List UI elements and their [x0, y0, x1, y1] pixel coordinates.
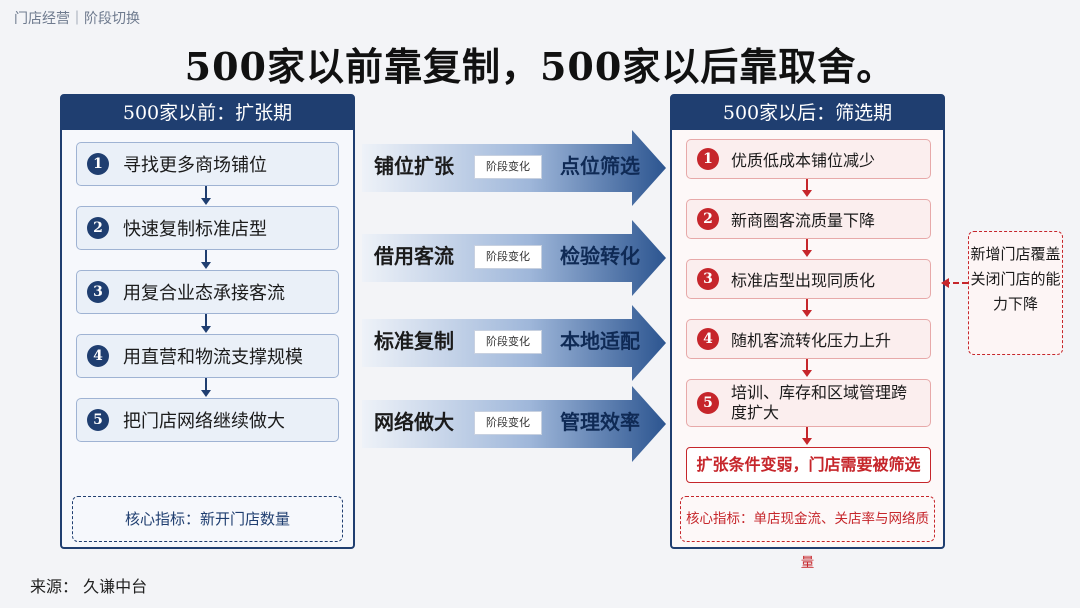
expansion-phase-title: 500家以前：扩张期: [62, 96, 353, 130]
transition-arrow-2: 借用客流 阶段变化 检验转化: [362, 220, 667, 296]
left-step-3: 3 用复合业态承接客流: [76, 270, 339, 314]
screening-phase-panel: 500家以后：筛选期 1 优质低成本铺位减少 2 新商圈客流质量下降 3 标准店…: [670, 94, 945, 571]
screening-conclusion: 扩张条件变弱，门店需要被筛选: [686, 447, 931, 483]
phase-change-tag: 阶段变化: [474, 155, 542, 179]
down-arrow-shaft: [205, 378, 207, 390]
down-arrow-icon: [201, 390, 211, 397]
after-label: 点位筛选: [560, 154, 640, 178]
step-number-badge: 2: [87, 217, 109, 239]
right-step-3: 3 标准店型出现同质化: [686, 259, 931, 299]
down-arrow-shaft: [205, 186, 207, 198]
down-arrow-icon: [802, 370, 812, 377]
left-step-4: 4 用直营和物流支撑规模: [76, 334, 339, 378]
right-step-4: 4 随机客流转化压力上升: [686, 319, 931, 359]
after-label: 管理效率: [560, 410, 640, 434]
phase-change-tag: 阶段变化: [474, 245, 542, 269]
left-arrow-icon: [941, 278, 949, 288]
step-number-badge: 1: [697, 148, 719, 170]
down-arrow-shaft: [205, 250, 207, 262]
down-arrow-shaft: [806, 179, 808, 191]
after-label: 检验转化: [560, 244, 640, 268]
left-step-2: 2 快速复制标准店型: [76, 206, 339, 250]
before-label: 网络做大: [374, 410, 454, 434]
step-number-badge: 5: [697, 392, 719, 414]
step-number-badge: 3: [87, 281, 109, 303]
side-note: 新增门店覆盖关闭门店的能力下降: [968, 231, 1063, 355]
left-step-label: 用直营和物流支撑规模: [123, 347, 303, 368]
screening-phase-title: 500家以后：筛选期: [672, 96, 943, 130]
right-step-label: 培训、库存和区域管理跨度扩大: [731, 383, 908, 422]
left-step-label: 把门店网络继续做大: [123, 411, 285, 432]
right-step-2: 2 新商圈客流质量下降: [686, 199, 931, 239]
before-label: 借用客流: [374, 244, 454, 268]
step-number-badge: 4: [697, 328, 719, 350]
screening-core-metric: 核心指标：单店现金流、关店率与网络质量: [680, 496, 935, 571]
left-step-label: 寻找更多商场铺位: [123, 155, 267, 176]
transition-arrow-3: 标准复制 阶段变化 本地适配: [362, 305, 667, 381]
expansion-core-metric: 核心指标：新开门店数量: [72, 496, 343, 542]
phase-change-tag: 阶段变化: [474, 411, 542, 435]
dashed-connector: [944, 282, 968, 286]
right-step-label: 新商圈客流质量下降: [731, 211, 876, 230]
down-arrow-shaft: [205, 314, 207, 326]
step-number-badge: 3: [697, 268, 719, 290]
source-note: 来源： 久谦中台: [30, 577, 148, 596]
left-step-label: 用复合业态承接客流: [123, 283, 285, 304]
down-arrow-shaft: [806, 359, 808, 371]
right-step-1: 1 优质低成本铺位减少: [686, 139, 931, 179]
after-label: 本地适配: [560, 329, 640, 353]
left-step-label: 快速复制标准店型: [123, 219, 267, 240]
right-step-label: 标准店型出现同质化: [731, 271, 876, 290]
transition-arrow-4: 网络做大 阶段变化 管理效率: [362, 386, 667, 462]
down-arrow-icon: [802, 438, 812, 445]
step-number-badge: 2: [697, 208, 719, 230]
step-number-badge: 4: [87, 345, 109, 367]
left-step-1: 1 寻找更多商场铺位: [76, 142, 339, 186]
down-arrow-shaft: [806, 239, 808, 251]
before-label: 标准复制: [374, 329, 454, 353]
transition-arrow-1: 铺位扩张 阶段变化 点位筛选: [362, 130, 667, 206]
down-arrow-icon: [201, 262, 211, 269]
left-step-5: 5 把门店网络继续做大: [76, 398, 339, 442]
step-number-badge: 5: [87, 409, 109, 431]
page-title: 500家以前靠复制，500家以后靠取舍。: [184, 44, 896, 89]
section-tag: 门店经营｜阶段切换: [14, 11, 140, 27]
right-step-5: 5 培训、库存和区域管理跨度扩大: [686, 379, 931, 427]
down-arrow-icon: [201, 326, 211, 333]
down-arrow-icon: [802, 310, 812, 317]
right-step-label: 优质低成本铺位减少: [731, 151, 876, 170]
before-label: 铺位扩张: [374, 154, 454, 178]
down-arrow-shaft: [806, 299, 808, 311]
down-arrow-icon: [802, 190, 812, 197]
step-number-badge: 1: [87, 153, 109, 175]
down-arrow-icon: [201, 198, 211, 205]
down-arrow-shaft: [806, 427, 808, 439]
down-arrow-icon: [802, 250, 812, 257]
right-step-label: 随机客流转化压力上升: [731, 331, 892, 350]
expansion-phase-panel: 500家以前：扩张期 1 寻找更多商场铺位 2 快速复制标准店型 3 用复合业态…: [60, 94, 355, 549]
phase-change-tag: 阶段变化: [474, 330, 542, 354]
